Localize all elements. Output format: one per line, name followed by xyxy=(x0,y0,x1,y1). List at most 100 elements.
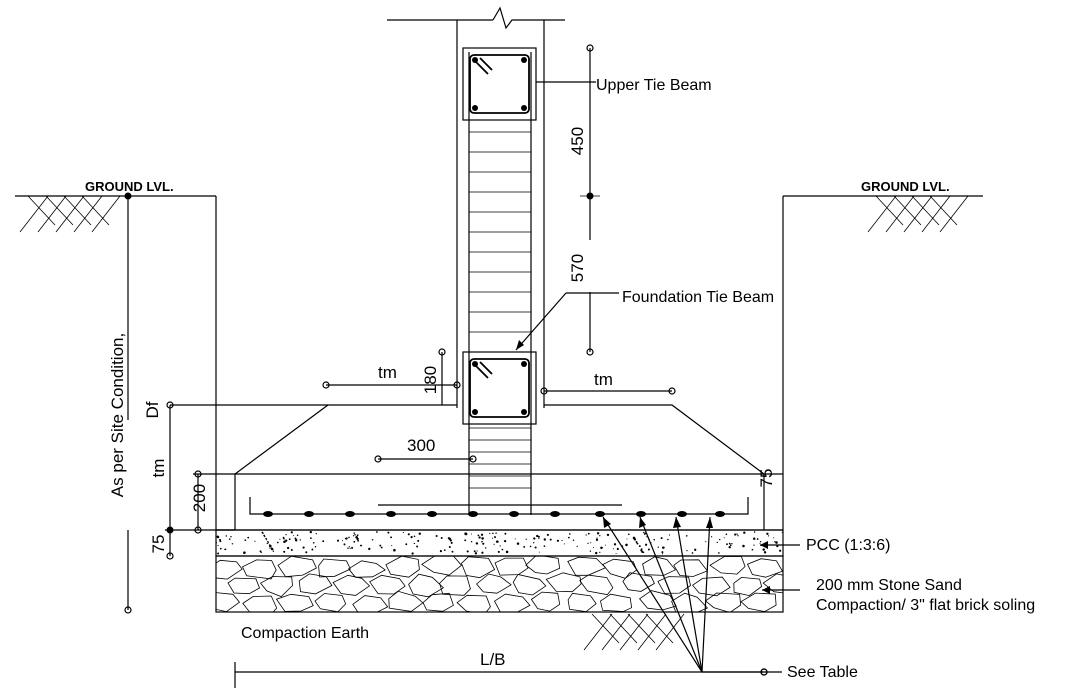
pcc-speckle xyxy=(774,541,776,543)
pcc-speckle xyxy=(391,544,393,547)
pcc-speckle xyxy=(216,541,217,544)
pcc-speckle xyxy=(247,536,250,539)
pcc-speckle xyxy=(356,534,359,537)
pcc-speckle xyxy=(270,547,274,551)
pcc-speckle xyxy=(466,550,469,553)
pcc-speckle xyxy=(474,552,478,555)
dim-75-right-label: 75 xyxy=(757,469,776,488)
stone xyxy=(421,556,463,576)
pcc-speckle xyxy=(393,548,396,552)
pcc-speckle xyxy=(244,539,247,541)
dim-tm-left xyxy=(322,381,461,389)
pcc-speckle xyxy=(604,544,606,546)
stone xyxy=(352,595,389,612)
pcc-speckle xyxy=(501,548,504,551)
pcc-speckle xyxy=(310,537,312,539)
dim-200-label: 200 xyxy=(190,484,209,512)
pcc-speckle xyxy=(743,531,746,534)
pcc-speckle xyxy=(480,533,484,536)
pcc-speckle xyxy=(230,535,232,538)
pcc-speckle xyxy=(351,546,354,549)
pcc-speckle xyxy=(563,543,565,545)
pcc-speckle xyxy=(751,548,754,551)
foundation-tie-beam-label: Foundation Tie Beam xyxy=(622,289,774,306)
stone xyxy=(275,593,314,612)
pcc-speckle xyxy=(407,533,410,536)
pcc-speckle xyxy=(464,532,467,535)
pcc-speckle xyxy=(348,546,350,548)
pcc-speckle xyxy=(734,533,737,536)
pcc-speckle xyxy=(653,538,655,541)
pcc-speckle xyxy=(691,552,694,554)
pcc-layer xyxy=(215,529,784,557)
column-stirrups xyxy=(469,131,531,489)
dim-tm-right xyxy=(540,387,676,395)
pcc-speckle xyxy=(368,547,371,551)
pcc-speckle xyxy=(534,546,537,549)
pcc-speckle xyxy=(473,550,476,553)
pcc-speckle xyxy=(443,549,446,551)
pcc-speckle xyxy=(537,535,540,538)
stone xyxy=(525,556,561,575)
stone xyxy=(332,574,371,596)
pcc-speckle xyxy=(729,544,732,547)
pcc-speckle xyxy=(643,531,645,534)
pcc-speckle xyxy=(267,541,269,543)
ground-right xyxy=(782,195,983,530)
pcc-speckle xyxy=(224,548,227,551)
stone xyxy=(579,574,614,596)
pcc-speckle xyxy=(217,545,219,547)
pcc-speckle xyxy=(266,539,268,541)
pcc-speckle xyxy=(590,542,592,544)
pcc-speckle xyxy=(264,535,266,538)
soling-label-line2: Compaction/ 3" flat brick soling xyxy=(816,597,1035,614)
pcc-speckle xyxy=(283,550,286,553)
stone xyxy=(762,573,783,594)
stone xyxy=(408,573,445,598)
pcc-speckle xyxy=(504,532,507,535)
pcc-speckle xyxy=(380,546,383,549)
pcc-label: PCC (1:3:6) xyxy=(806,537,890,554)
footing-bars xyxy=(263,511,725,517)
pcc-speckle xyxy=(476,550,478,552)
stone xyxy=(692,576,731,597)
pcc-speckle xyxy=(549,538,552,541)
stone xyxy=(512,574,547,596)
pcc-speckle xyxy=(343,543,346,546)
pcc-speckle xyxy=(718,552,720,554)
pcc-speckle xyxy=(217,552,220,555)
pcc-speckle xyxy=(599,535,601,537)
stone xyxy=(567,592,597,612)
pcc-speckle xyxy=(587,532,590,535)
pcc-speckle xyxy=(243,551,246,554)
pcc-speckle xyxy=(596,537,598,539)
pcc-speckle xyxy=(376,531,378,533)
pcc-speckle xyxy=(538,537,540,540)
pcc-speckle xyxy=(267,542,270,544)
pcc-speckle xyxy=(728,542,731,545)
pcc-speckle xyxy=(296,534,299,536)
pcc-speckle xyxy=(266,542,268,545)
pcc-speckle xyxy=(685,535,688,537)
pcc-speckle xyxy=(492,532,494,535)
pcc-speckle xyxy=(299,539,301,541)
pcc-speckle xyxy=(216,535,220,539)
stone xyxy=(318,558,351,578)
pcc-speckle xyxy=(705,541,707,543)
pcc-speckle xyxy=(494,536,496,539)
pcc-speckle xyxy=(499,545,501,547)
pcc-speckle xyxy=(538,551,540,553)
pcc-speckle xyxy=(387,531,390,534)
pcc-speckle xyxy=(475,542,479,545)
pcc-speckle xyxy=(561,539,563,542)
pcc-speckle xyxy=(599,551,601,554)
pcc-speckle xyxy=(290,531,293,534)
compaction-earth-label: Compaction Earth xyxy=(241,625,369,642)
stone xyxy=(298,573,333,595)
pcc-speckle xyxy=(568,533,571,535)
pcc-speckle xyxy=(418,532,421,535)
stone xyxy=(545,572,582,593)
dim-200 xyxy=(193,470,235,534)
stone xyxy=(439,575,471,596)
